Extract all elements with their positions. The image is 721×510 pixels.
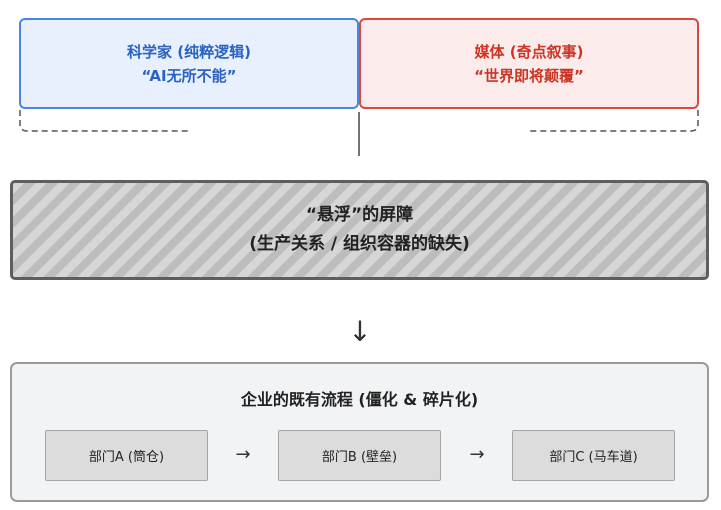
scientist-box: 科学家 (纯粹逻辑) “AI无所不能” [19,18,359,109]
floating-barrier-box: “悬浮”的屏障 (生产关系 / 组织容器的缺失) [10,180,709,280]
media-quote: “世界即将颠覆” [474,66,584,85]
process-title: 企业的既有流程 (僵化 & 碎片化) [240,390,479,409]
enterprise-process-box: 企业的既有流程 (僵化 & 碎片化) 部门A (筒仓) → 部门B (壁垒) →… [10,362,709,502]
barrier-subtitle: (生产关系 / 组织容器的缺失) [249,234,470,254]
media-dashed-bracket [528,110,699,132]
scientist-dashed-bracket [19,110,188,132]
department-c-label: 部门C (马车道) [549,450,638,465]
down-arrow-icon: ↓ [348,315,372,348]
scientist-label: 科学家 (纯粹逻辑) [127,42,251,61]
scientist-quote: “AI无所不能” [141,66,237,85]
department-c-box: 部门C (马车道) [512,430,675,481]
barrier-title: “悬浮”的屏障 [305,205,414,225]
media-label: 媒体 (奇点叙事) [474,42,584,61]
right-arrow-icon: → [469,444,485,465]
department-a-label: 部门A (筒仓) [88,450,165,465]
department-a-box: 部门A (筒仓) [45,430,208,481]
media-box: 媒体 (奇点叙事) “世界即将颠覆” [359,18,699,109]
department-b-box: 部门B (壁垒) [278,430,441,481]
department-b-label: 部门B (壁垒) [321,450,398,465]
right-arrow-icon: → [235,444,251,465]
